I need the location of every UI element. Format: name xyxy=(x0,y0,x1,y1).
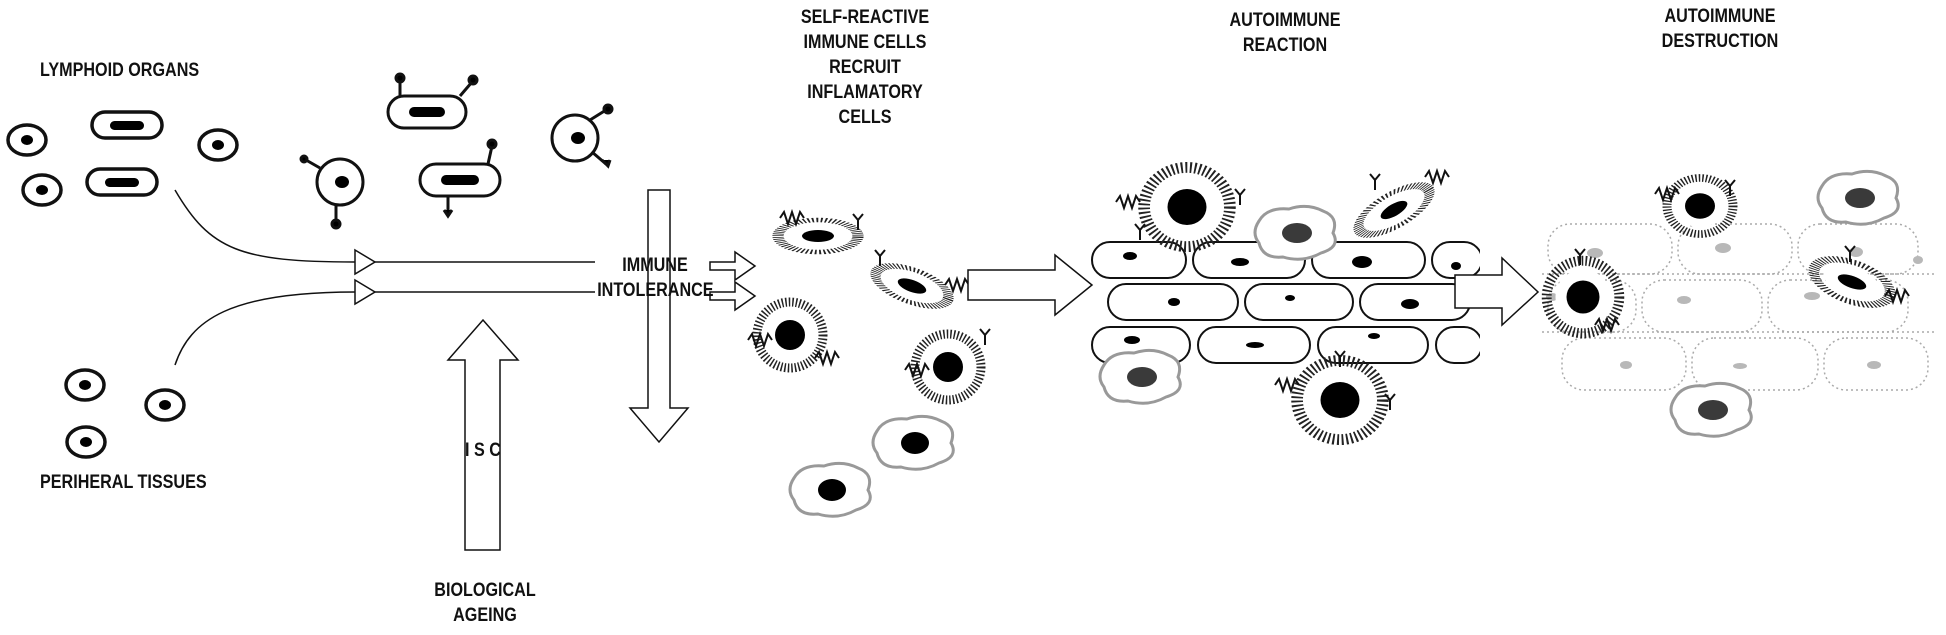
reaction-immune-cells xyxy=(1098,167,1450,439)
tissue-reaction xyxy=(1091,236,1500,371)
label-immune-intolerance: IMMUNE INTOLERANCE xyxy=(597,255,714,301)
down-arrow xyxy=(628,189,690,444)
arrow-to-destruction xyxy=(1454,256,1540,327)
label-autoimmune-reaction: AUTOIMMUNE REACTION xyxy=(1229,10,1341,56)
destruction-nuclei xyxy=(1546,243,1923,369)
self-reactive-cells xyxy=(747,211,991,518)
label-lymphoid-organs: LYMPHOID ORGANS xyxy=(40,60,200,81)
receptor-cells xyxy=(299,72,614,230)
isc-arrow xyxy=(446,318,520,551)
main-arrow xyxy=(354,248,757,312)
destruction-immune-cells xyxy=(1547,169,1910,438)
label-autoimmune-destruction: AUTOIMMUNE DESTRUCTION xyxy=(1661,6,1779,52)
peripheral-cells xyxy=(64,368,186,459)
converging-lines xyxy=(174,189,356,366)
label-self-reactive: SELF-REACTIVE IMMUNE CELLS RECRUIT INFLA… xyxy=(800,7,930,128)
label-peripheral-tissues: PERIHERAL TISSUES xyxy=(40,472,207,493)
label-isc: I S C xyxy=(465,440,501,461)
arrow-to-reaction xyxy=(967,253,1094,317)
label-biological-ageing: BIOLOGICAL AGEING xyxy=(434,580,536,626)
lymphoid-cells xyxy=(6,110,239,207)
